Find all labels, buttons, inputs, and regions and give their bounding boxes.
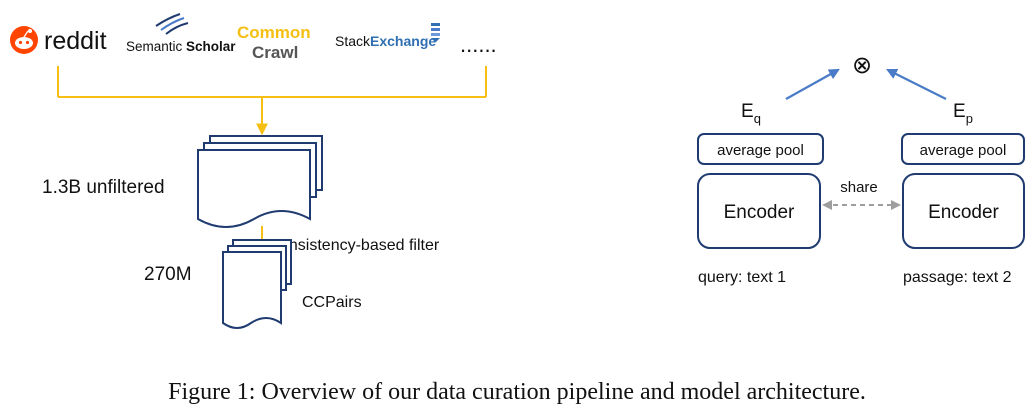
share-label: share bbox=[840, 179, 878, 196]
query-embedding-arrow bbox=[785, 68, 840, 100]
filter-label: consistency-based filter bbox=[272, 237, 440, 254]
stackexchange-icon bbox=[431, 23, 440, 42]
source-collector bbox=[57, 66, 487, 136]
passage-input-label: passage: text 2 bbox=[903, 269, 1012, 286]
unfiltered-doc-stack-icon bbox=[197, 135, 323, 228]
left-average-pool: average pool bbox=[697, 133, 824, 165]
right-encoder-label: Encoder bbox=[928, 202, 999, 223]
ccpairs-label: CCPairs bbox=[302, 294, 362, 311]
common-crawl-line1: Common bbox=[237, 23, 311, 42]
common-crawl-line2: Crawl bbox=[252, 43, 298, 62]
left-encoder-label: Encoder bbox=[724, 202, 795, 223]
left-encoder: Encoder bbox=[697, 173, 821, 249]
filtered-count: 270M bbox=[144, 264, 192, 285]
stackexchange-label: StackExchange bbox=[335, 33, 436, 49]
right-average-pool: average pool bbox=[901, 133, 1025, 165]
semantic-scholar-logo: Semantic Scholar bbox=[126, 13, 236, 54]
stackexchange-logo: StackExchange bbox=[335, 23, 440, 49]
query-input-label: query: text 1 bbox=[698, 269, 786, 286]
right-encoder: Encoder bbox=[902, 173, 1025, 249]
right-average-pool-label: average pool bbox=[920, 142, 1007, 159]
query-embedding-label: Eq bbox=[741, 101, 761, 126]
common-crawl-logo: Common Crawl bbox=[237, 23, 311, 62]
reddit-label: reddit bbox=[44, 27, 107, 55]
passage-embedding-arrow bbox=[886, 69, 947, 100]
passage-embedding-label: Ep bbox=[953, 101, 973, 126]
reddit-logo: reddit bbox=[10, 26, 107, 55]
unfiltered-label: 1.3B unfiltered bbox=[42, 177, 165, 198]
semantic-scholar-label: Semantic Scholar bbox=[126, 39, 236, 54]
figure-caption: Figure 1: Overview of our data curation … bbox=[168, 379, 866, 405]
semantic-scholar-icon bbox=[155, 13, 189, 35]
left-average-pool-label: average pool bbox=[717, 142, 804, 159]
combine-operator-icon: ⊗ bbox=[852, 52, 872, 79]
more-sources-ellipsis: ...... bbox=[460, 32, 497, 57]
ccpairs-doc-stack-icon bbox=[222, 239, 292, 329]
